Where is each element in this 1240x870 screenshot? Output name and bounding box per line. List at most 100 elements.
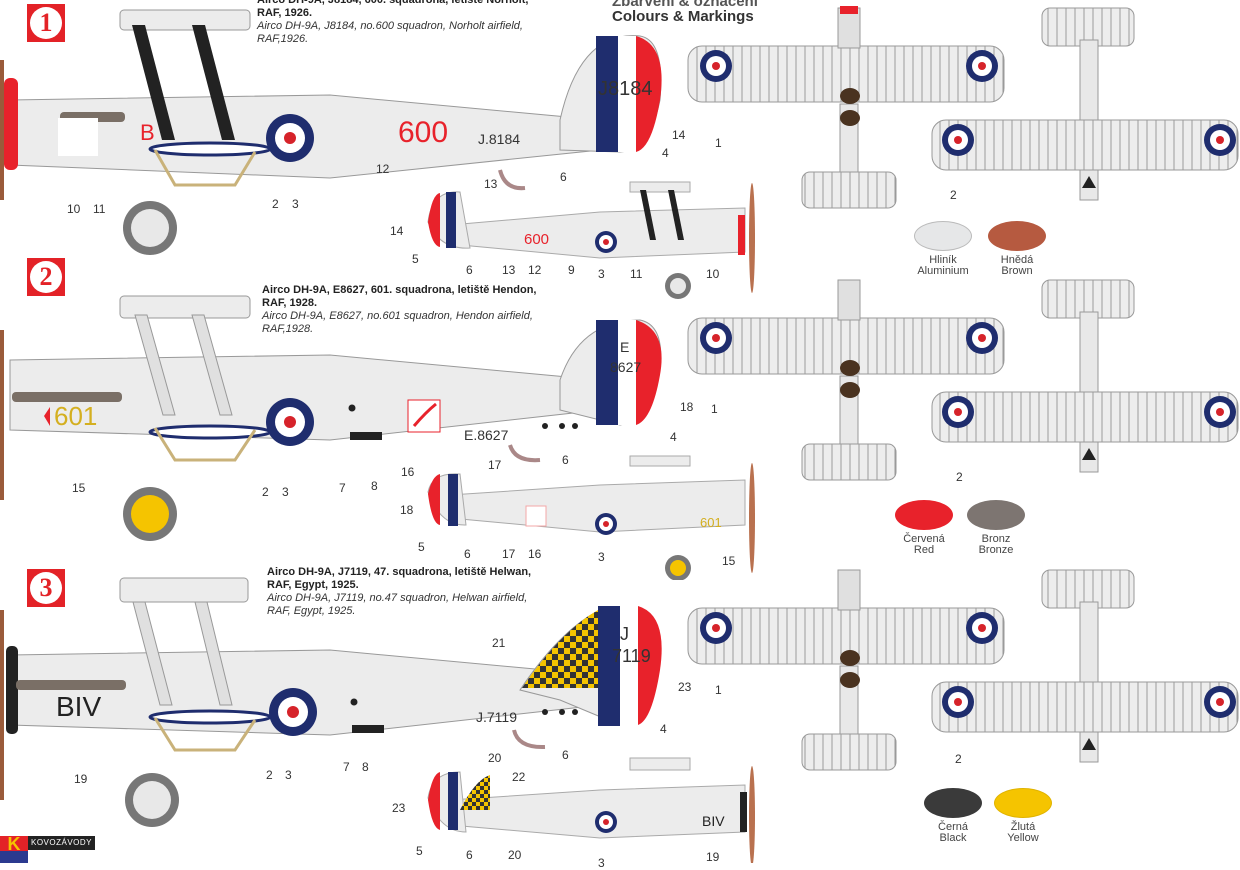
profile-2-caption: Airco DH-9A, E8627, 601. squadrona, leti… [262,284,537,335]
callout: 3 [292,197,299,211]
callout: 2 [266,768,273,782]
callout: 3 [285,768,292,782]
callout: 12 [376,162,390,176]
callout: 2 [272,197,279,211]
callout: 5 [412,252,419,266]
callout: 13 [502,263,516,277]
callout: 6 [466,848,473,862]
callout: 17 [488,458,502,472]
callout: 18 [680,400,694,414]
profile-3-caption: Airco DH-9A, J7119, 47. squadrona, letiš… [267,566,532,617]
callout: 6 [560,170,567,184]
callout: 2 [950,188,957,202]
callout: 8 [362,760,369,774]
callout: 16 [401,465,415,479]
callout: 19 [74,772,88,786]
profile-1-caption: Airco DH-9A, J8184, 600. squadrona, leti… [257,0,529,45]
callout: 2 [956,470,963,484]
callout: 5 [416,844,423,858]
svg-text:BIV: BIV [56,691,101,722]
profile-badge-1: 1 [27,4,65,42]
callout: 15 [722,554,736,568]
plan-views [687,6,1239,771]
callout: 1 [711,402,718,416]
svg-text:E: E [620,339,629,355]
svg-text:BIV: BIV [702,813,725,829]
callout: 20 [508,848,522,862]
callout: 3 [598,856,605,870]
callout: 21 [492,636,506,650]
callout: 2 [955,752,962,766]
small-side-view: 601 [427,455,755,580]
callout: 11 [630,267,643,281]
svg-text:J.7119: J.7119 [476,709,517,725]
svg-text:7119: 7119 [612,646,651,666]
callout: 4 [660,722,667,736]
callout: 18 [400,503,414,517]
callout: 9 [568,263,575,277]
callout: 23 [392,801,406,815]
aircraft-profile-2: E 8627 601 E.8627 601 [9,295,755,580]
small-side-view: BIV [427,757,755,863]
aircraft-profile-1: J8184 600 J.8184 B 600 [4,9,755,299]
large-side-view: J8184 600 J.8184 B [4,9,662,255]
propeller-edge [0,330,4,500]
callout: 22 [512,770,526,784]
color-oval [967,500,1025,530]
svg-text:8627: 8627 [610,359,641,375]
callout: 15 [72,481,86,495]
callout: 23 [678,680,692,694]
logo-text: KOVOZÁVODY [28,836,96,850]
profile-badge-2: 2 [27,258,65,296]
propeller-edge [0,610,4,800]
svg-text:E.8627: E.8627 [464,427,509,443]
callout: 10 [706,267,720,281]
callout: 17 [502,547,516,561]
callout: 1 [715,136,722,150]
profile-badge-3: 3 [27,569,65,607]
svg-text:600: 600 [398,116,448,149]
callout: 5 [418,540,425,554]
large-side-view: E 8627 601 E.8627 [9,295,662,541]
callout: 6 [562,748,569,762]
svg-text:J: J [620,624,629,644]
color-oval [994,788,1052,818]
callout: 6 [562,453,569,467]
color-oval [914,221,972,251]
callout: 13 [484,177,498,191]
callout: 2 [262,485,269,499]
svg-text:601: 601 [700,515,722,530]
callout: 7 [339,481,346,495]
callout: 14 [390,224,404,238]
color-oval [895,500,953,530]
callout: 3 [598,267,605,281]
propeller-edge [0,60,4,200]
callout: 7 [343,760,350,774]
svg-text:600: 600 [524,231,549,248]
callout: 11 [93,202,106,216]
callout: 3 [282,485,289,499]
callout: 1 [715,683,722,697]
logo-mark: K [0,835,28,863]
callout: 6 [466,263,473,277]
small-side-view: 600 [427,181,755,299]
callout: 4 [670,430,677,444]
color-oval [988,221,1046,251]
callout: 4 [662,146,669,160]
large-side-view: J 7119 BIV J.7119 [6,577,662,827]
color-oval [924,788,982,818]
aircraft-profile-3: J 7119 BIV J.7119 BIV [6,577,755,863]
callout: 19 [706,850,720,864]
callout: 6 [464,547,471,561]
callout: 10 [67,202,81,216]
callout: 14 [672,128,686,142]
callout: 16 [528,547,542,561]
heading-en: Colours & Markings [612,8,754,25]
svg-text:B: B [140,120,155,145]
svg-text:J.8184: J.8184 [478,131,520,147]
